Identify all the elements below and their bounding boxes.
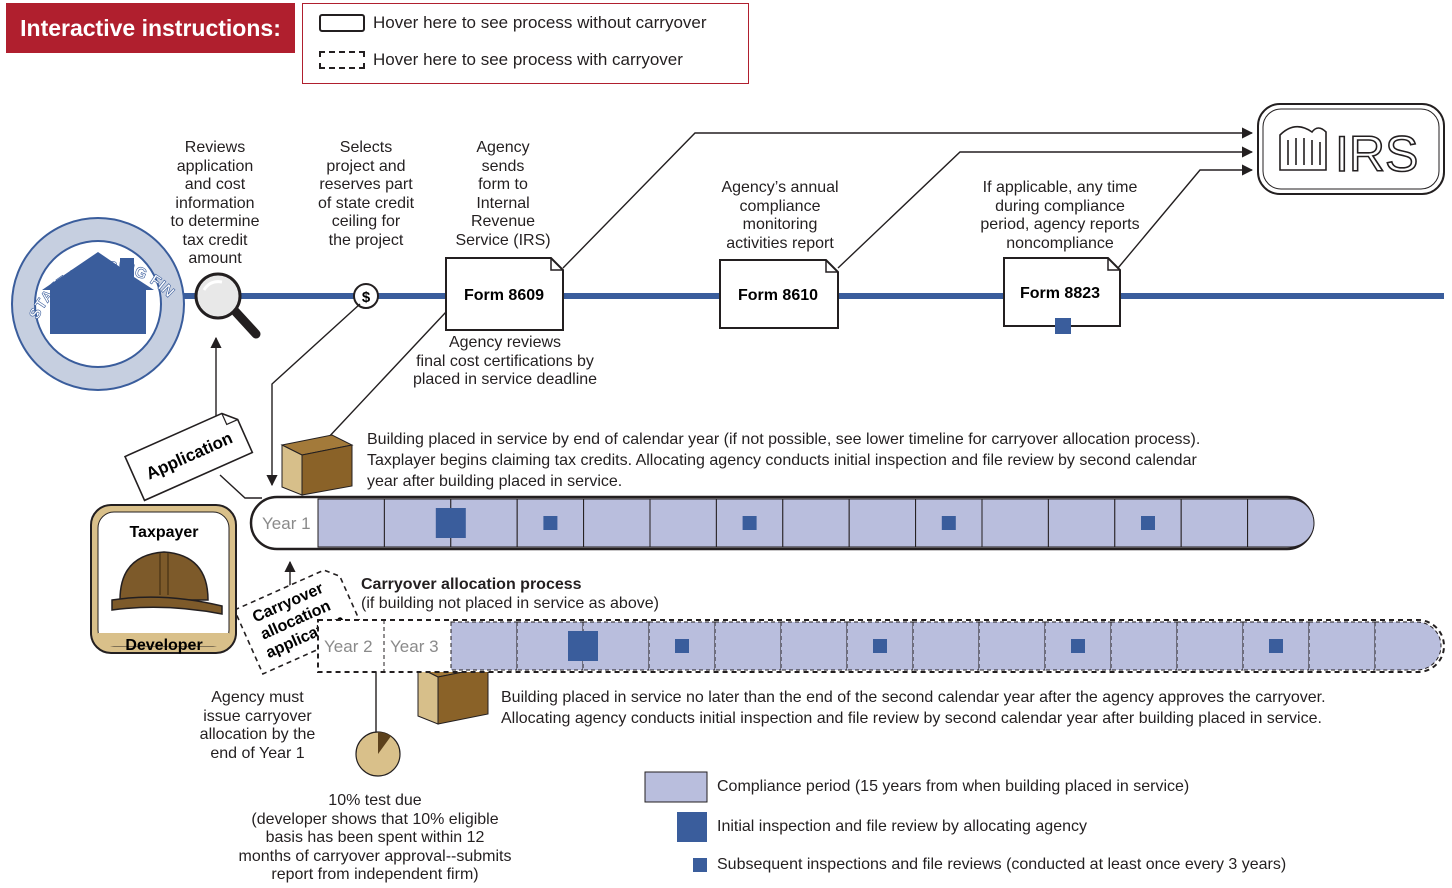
timeline1-year-segment — [1180, 498, 1249, 548]
irs-connectors — [562, 127, 1254, 269]
magnifier-icon — [194, 272, 261, 339]
carryover-process-heading: Carryover allocation process (if buildin… — [361, 576, 659, 612]
irs-text: IRS — [1335, 126, 1418, 182]
timeline1-subsequent-inspection-marker — [941, 516, 956, 530]
timeline2-year-segment — [450, 621, 518, 671]
timeline1-year-segment — [782, 498, 850, 548]
timeline1-year-segment — [1247, 498, 1315, 548]
timeline1-year-segment — [516, 498, 585, 548]
year-2-label: Year 2 — [324, 637, 373, 656]
agency-seal: STATE HOUSING FINANCE AGENCY — [0, 0, 185, 391]
form-8823[interactable]: Form 8823 — [1003, 257, 1121, 334]
timeline1-year-segment — [981, 498, 1049, 548]
timeline1-year-segment — [1047, 498, 1116, 548]
timeline2-year-segment — [714, 621, 782, 671]
timeline2-subsequent-inspection-marker — [873, 639, 887, 653]
dollar-coin-icon: $ — [353, 283, 379, 309]
timeline1-subsequent-inspection-marker — [543, 516, 558, 530]
hardhat-icon — [111, 551, 223, 615]
flow-lines — [210, 303, 447, 734]
timeline2-year-segment — [1308, 621, 1376, 671]
timeline2-year-segment — [978, 621, 1046, 671]
form-8610-label: Form 8610 — [738, 287, 818, 304]
irs-logo: IRS — [1257, 103, 1445, 195]
legend-compliance-swatch — [644, 771, 708, 803]
year-1-label: Year 1 — [262, 514, 311, 533]
timeline2-subsequent-inspection-marker — [1071, 639, 1085, 653]
timeline2-year-segment — [780, 621, 848, 671]
legend-compliance-label: Compliance period (15 years from when bu… — [717, 778, 1190, 795]
timeline1-year-segment — [848, 498, 917, 548]
timeline2-description: Building placed in service no later than… — [501, 689, 1326, 727]
timeline1-subsequent-inspection-marker — [742, 516, 757, 530]
hover-with-carryover[interactable]: Hover here to see process with carryover — [319, 50, 683, 70]
hover-with-label: Hover here to see process with carryover — [373, 50, 683, 69]
building-icon-1 — [280, 434, 354, 496]
form-8823-label: Form 8823 — [1020, 285, 1100, 302]
year-3-label: Year 3 — [390, 637, 439, 656]
taxpayer-label: Taxpayer — [129, 524, 198, 541]
timeline2-year-segment — [1176, 621, 1244, 671]
timeline1-year-segment — [649, 498, 717, 548]
taxpayer-developer-card: Taxpayer Developer — [90, 504, 237, 654]
form-8609-label: Form 8609 — [464, 287, 544, 304]
form-8610[interactable]: Form 8610 — [719, 259, 839, 329]
timeline-with-carryover[interactable] — [317, 619, 1445, 673]
instructions-box: Hover here to see process without carryo… — [302, 3, 749, 84]
form-8823-inspection-marker — [1055, 318, 1071, 334]
solid-line-swatch — [319, 14, 365, 32]
timeline2-initial-inspection-marker — [568, 631, 598, 661]
timeline2-year-segment — [1110, 621, 1178, 671]
legend-initial-label: Initial inspection and file review by al… — [717, 818, 1087, 835]
irs-eagle-icon — [1279, 125, 1327, 171]
ten-percent-caption: 10% test due(developer shows that 10% el… — [238, 792, 512, 883]
timeline2-subsequent-inspection-marker — [1269, 639, 1283, 653]
dollar-symbol: $ — [362, 289, 371, 306]
dashed-line-swatch — [319, 51, 365, 69]
timeline2-subsequent-inspection-marker — [675, 639, 689, 653]
ten-percent-pie — [355, 731, 401, 777]
hover-without-label: Hover here to see process without carryo… — [373, 13, 707, 32]
form-8609[interactable]: Form 8609 — [445, 257, 564, 331]
developer-label: Developer — [125, 637, 202, 654]
timeline-without-carryover[interactable] — [249, 495, 1315, 551]
ten-percent-pie-slice — [378, 732, 391, 754]
timeline1-subsequent-inspection-marker — [1141, 516, 1155, 530]
interactive-instructions-header: Interactive instructions: — [6, 3, 295, 53]
house-icon — [42, 252, 154, 334]
hover-without-carryover[interactable]: Hover here to see process without carryo… — [319, 13, 707, 33]
timeline1-year-segment — [583, 498, 651, 548]
timeline1-year-segment — [317, 498, 385, 548]
legend-initial-swatch — [677, 812, 707, 842]
legend-subsequent-label: Subsequent inspections and file reviews … — [717, 856, 1287, 873]
legend-subsequent-swatch — [693, 858, 707, 872]
timeline1-initial-inspection-marker — [435, 508, 466, 538]
timeline1-description: Building placed in service by end of cal… — [367, 431, 1201, 490]
timeline2-year-segment — [1374, 621, 1442, 671]
timeline2-year-segment — [912, 621, 980, 671]
